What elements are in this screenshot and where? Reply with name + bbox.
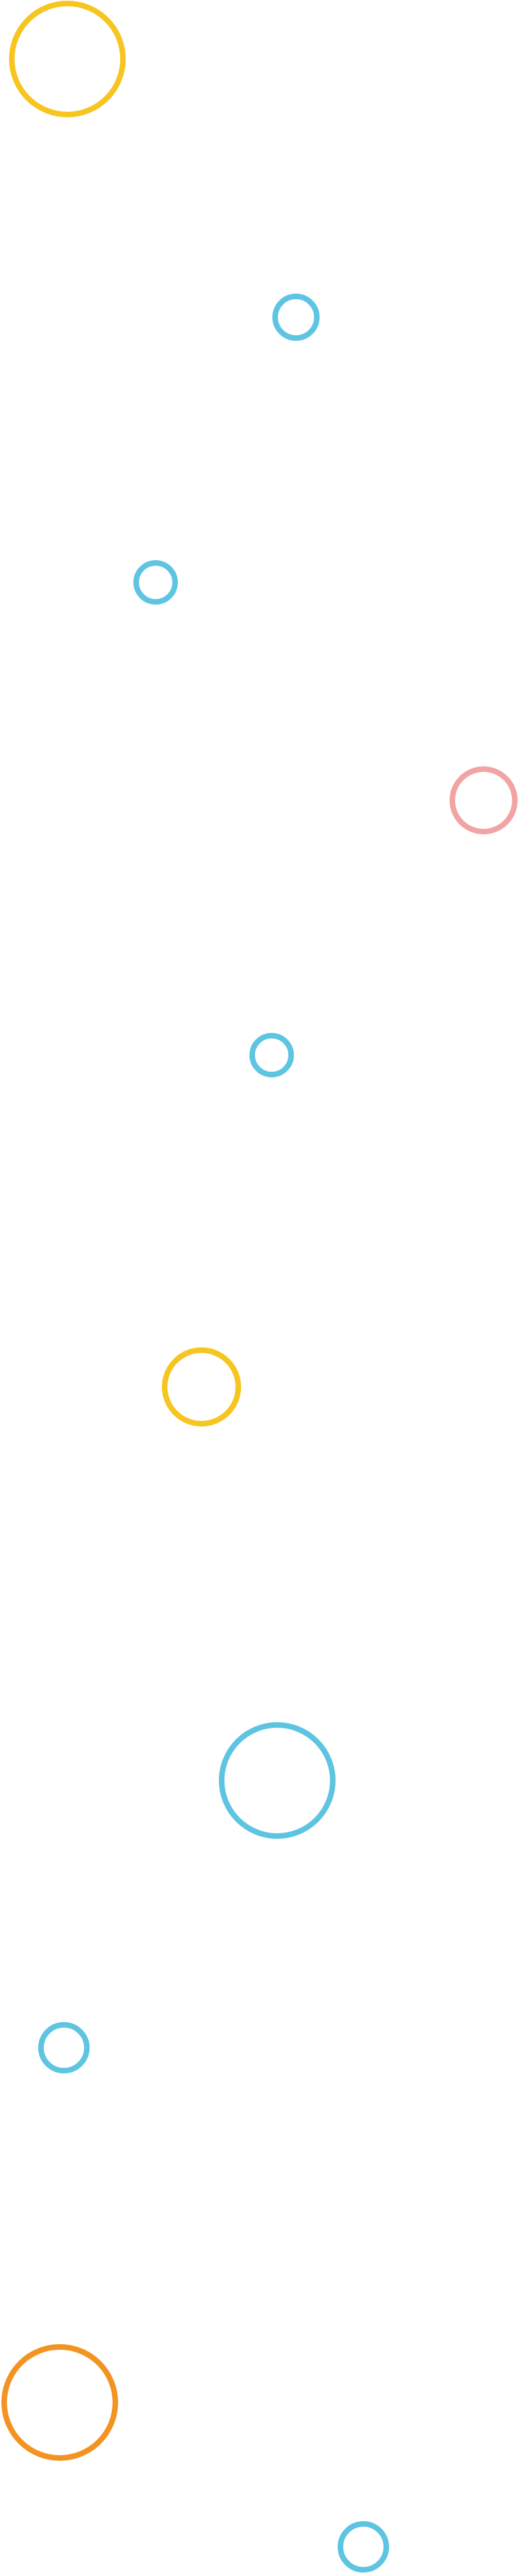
blue-ring-small-4	[38, 2022, 90, 2073]
blue-ring-small-1	[272, 294, 320, 341]
blue-ring-small-2	[133, 560, 178, 605]
yellow-ring-medium	[162, 1347, 241, 1426]
blue-ring-large	[219, 1722, 336, 1839]
blue-ring-small-3	[249, 1033, 294, 1077]
blue-ring-small-5	[338, 2521, 389, 2573]
yellow-ring-large	[9, 1, 126, 117]
orange-ring-large	[1, 2344, 118, 2461]
pink-ring-medium	[450, 766, 518, 834]
